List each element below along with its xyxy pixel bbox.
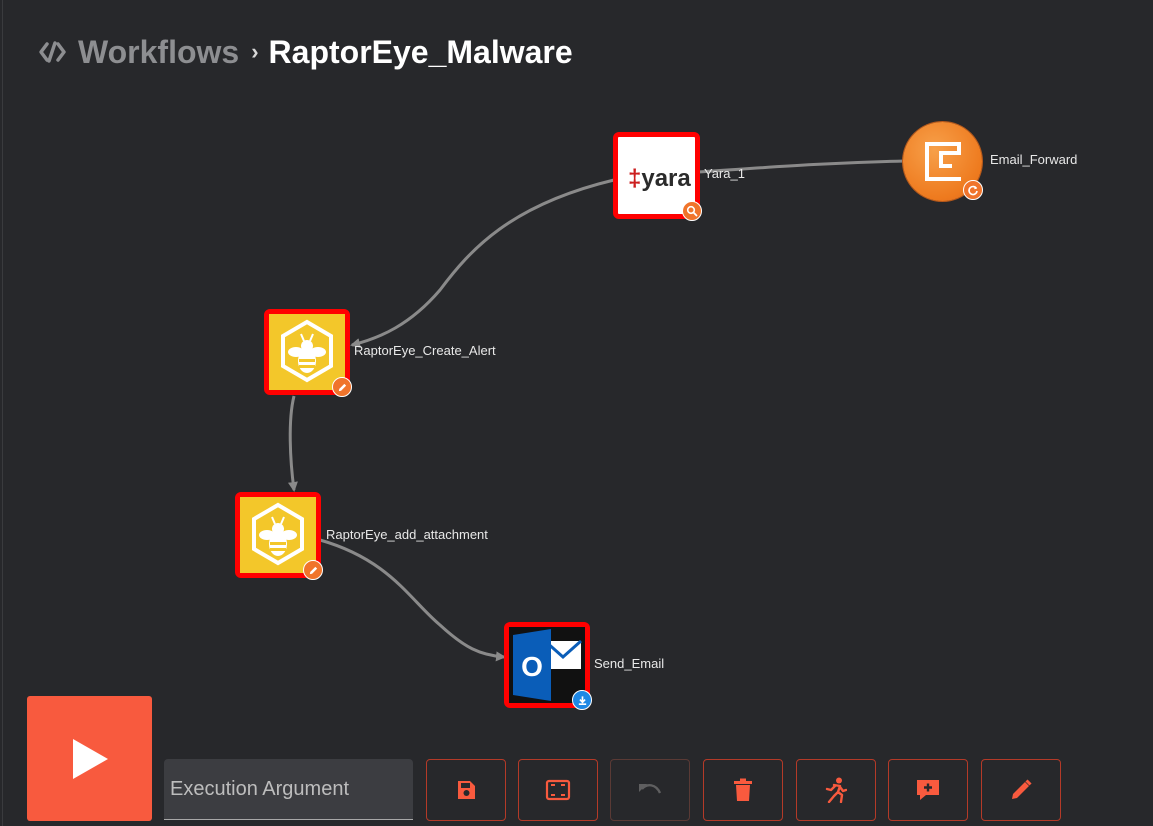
node-label-raptoreye-add-attachment: RaptorEye_add_attachment xyxy=(326,527,488,542)
edit-button[interactable] xyxy=(981,759,1061,821)
fit-view-button[interactable] xyxy=(518,759,598,821)
frame-border xyxy=(2,0,3,826)
pencil-icon xyxy=(303,560,323,580)
page-title: RaptorEye_Malware xyxy=(268,33,573,70)
save-icon xyxy=(458,781,475,799)
code-logo-icon xyxy=(38,37,68,67)
node-label-yara: Yara_1 xyxy=(704,166,745,181)
breadcrumb: Workflows › RaptorEye_Malware xyxy=(38,30,573,74)
pencil-icon xyxy=(332,377,352,397)
node-yara[interactable]: ‡yara xyxy=(613,132,702,221)
node-label-send-email: Send_Email xyxy=(594,656,665,671)
delete-button[interactable] xyxy=(703,759,783,821)
edge-add-attachment-to-send-email[interactable] xyxy=(319,538,506,662)
node-send-email[interactable]: O xyxy=(504,622,592,710)
edge-yara-to-create-alert[interactable] xyxy=(350,178,615,348)
running-icon xyxy=(825,777,847,803)
node-raptoreye-create-alert[interactable] xyxy=(264,309,352,397)
save-button[interactable] xyxy=(426,759,506,821)
node-email-forward[interactable] xyxy=(903,122,983,201)
play-icon xyxy=(72,738,108,779)
raptoreye-bee-logo xyxy=(269,314,345,390)
undo-icon xyxy=(639,784,662,794)
pencil-icon xyxy=(1012,779,1032,799)
outlook-logo: O xyxy=(509,627,585,703)
run-step-button[interactable] xyxy=(796,759,876,821)
breadcrumb-separator: › xyxy=(251,39,259,64)
raptoreye-bee-logo xyxy=(240,497,316,573)
add-comment-button[interactable] xyxy=(888,759,968,821)
search-icon xyxy=(682,201,702,221)
edge-create-alert-to-add-attachment[interactable] xyxy=(287,395,298,492)
edge-email-forward-to-yara[interactable] xyxy=(696,159,906,174)
execution-argument-input[interactable] xyxy=(164,759,413,820)
node-label-raptoreye-create-alert: RaptorEye_Create_Alert xyxy=(354,343,496,358)
node-label-email-forward: Email_Forward xyxy=(990,152,1078,167)
svg-text:O: O xyxy=(521,651,543,682)
refresh-icon xyxy=(963,180,983,200)
undo-button[interactable] xyxy=(610,759,690,821)
breadcrumb-workflows-link[interactable]: Workflows xyxy=(78,33,240,70)
node-raptoreye-add-attachment[interactable] xyxy=(235,492,323,580)
trash-icon xyxy=(734,778,752,801)
download-icon xyxy=(572,690,592,710)
yara-logo: ‡yara xyxy=(628,165,691,192)
comment-add-icon xyxy=(917,780,939,800)
email-forward-logo xyxy=(925,142,961,181)
execute-workflow-button[interactable] xyxy=(27,696,152,821)
fit-screen-icon xyxy=(545,779,571,801)
